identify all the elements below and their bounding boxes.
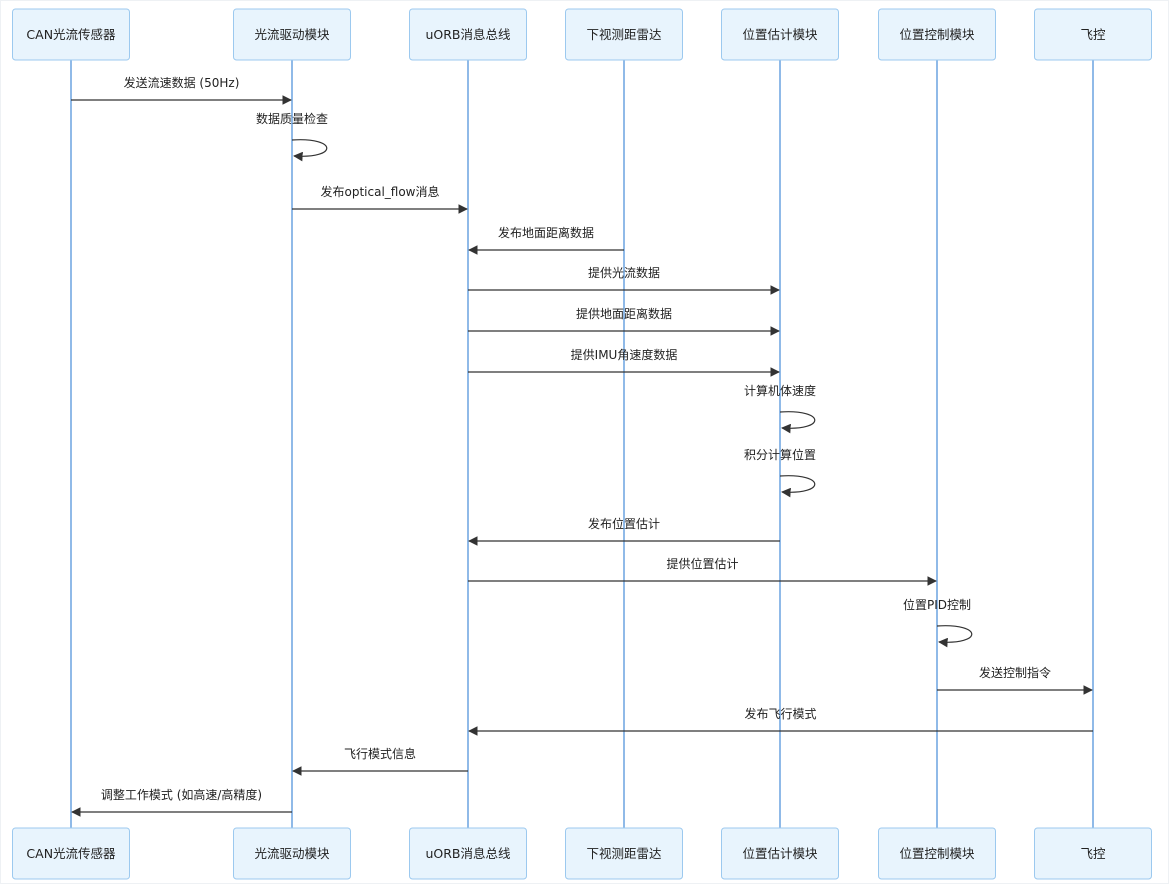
- actor-can-top: CAN光流传感器: [12, 8, 130, 61]
- actor-label: 飞控: [1080, 27, 1106, 42]
- actor-label: 位置估计模块: [742, 27, 818, 42]
- actor-label: 光流驱动模块: [254, 846, 330, 861]
- message: 计算机体速度: [744, 383, 816, 434]
- message: 发布位置估计: [468, 516, 780, 546]
- actor-ctrl-bottom: 位置控制模块: [878, 827, 996, 880]
- actor-box: [721, 8, 839, 61]
- actor-box: [878, 827, 996, 880]
- message: 发布飞行模式: [468, 706, 1093, 736]
- actor-label: 位置控制模块: [899, 27, 975, 42]
- message: 积分计算位置: [744, 447, 816, 498]
- actor-uorb-bottom: uORB消息总线: [409, 827, 527, 880]
- message: 飞行模式信息: [292, 746, 468, 776]
- self-message-arrow: [291, 139, 328, 162]
- actor-box: [409, 827, 527, 880]
- message: 位置PID控制: [903, 597, 973, 648]
- actor-fc-bottom: 飞控: [1034, 827, 1152, 880]
- message-label: 发送流速数据 (50Hz): [124, 75, 240, 90]
- actor-label: uORB消息总线: [425, 27, 511, 42]
- actor-label: CAN光流传感器: [26, 846, 116, 861]
- message: 提供地面距离数据: [468, 306, 780, 336]
- actor-drv-top: 光流驱动模块: [233, 8, 351, 61]
- actor-est-bottom: 位置估计模块: [721, 827, 839, 880]
- message-label: 发布optical_flow消息: [321, 184, 440, 199]
- actor-label: 下视测距雷达: [586, 27, 662, 42]
- message-label: 位置PID控制: [903, 597, 971, 612]
- actor-box: [12, 8, 130, 61]
- message-label: 提供地面距离数据: [576, 306, 672, 321]
- actor-radar-bottom: 下视测距雷达: [565, 827, 683, 880]
- actor-ctrl-top: 位置控制模块: [878, 8, 996, 61]
- actor-fc-top: 飞控: [1034, 8, 1152, 61]
- actor-box: [721, 827, 839, 880]
- message: 提供光流数据: [468, 265, 780, 295]
- actor-box: [565, 827, 683, 880]
- message-label: 积分计算位置: [744, 447, 816, 462]
- message-label: 调整工作模式 (如高速/高精度): [101, 787, 262, 802]
- actor-label: 位置估计模块: [742, 846, 818, 861]
- actor-drv-bottom: 光流驱动模块: [233, 827, 351, 880]
- actor-radar-top: 下视测距雷达: [565, 8, 683, 61]
- self-message-arrow: [779, 411, 816, 434]
- message-label: 飞行模式信息: [344, 746, 416, 761]
- actor-uorb-top: uORB消息总线: [409, 8, 527, 61]
- message-label: 提供IMU角速度数据: [571, 347, 678, 362]
- actor-can-bottom: CAN光流传感器: [12, 827, 130, 880]
- actor-label: 位置控制模块: [899, 846, 975, 861]
- message-label: 计算机体速度: [744, 383, 816, 398]
- message-label: 发布地面距离数据: [498, 225, 594, 240]
- self-message-arrow: [779, 475, 816, 498]
- actor-box: [233, 8, 351, 61]
- message: 发送流速数据 (50Hz): [71, 75, 292, 105]
- message-label: 发布飞行模式: [744, 706, 816, 721]
- actor-box: [409, 8, 527, 61]
- message-label: 提供位置估计: [666, 556, 738, 571]
- message: 调整工作模式 (如高速/高精度): [71, 787, 292, 817]
- self-message-arrow: [936, 625, 973, 648]
- message-label: 发送控制指令: [979, 665, 1051, 680]
- message: 提供位置估计: [468, 556, 937, 586]
- actor-box: [12, 827, 130, 880]
- message: 提供IMU角速度数据: [468, 347, 780, 377]
- message: 数据质量检查: [256, 111, 328, 162]
- actor-label: uORB消息总线: [425, 846, 511, 861]
- actor-box: [565, 8, 683, 61]
- message: 发布optical_flow消息: [292, 184, 468, 214]
- message-label: 数据质量检查: [256, 111, 328, 126]
- actor-box: [1034, 8, 1152, 61]
- actor-label: 下视测距雷达: [586, 846, 662, 861]
- actor-box: [1034, 827, 1152, 880]
- actor-label: 飞控: [1080, 846, 1106, 861]
- actor-label: CAN光流传感器: [26, 27, 116, 42]
- message: 发布地面距离数据: [468, 225, 624, 255]
- actor-box: [233, 827, 351, 880]
- actor-label: 光流驱动模块: [254, 27, 330, 42]
- message: 发送控制指令: [937, 665, 1093, 695]
- message-label: 提供光流数据: [588, 265, 660, 280]
- actor-est-top: 位置估计模块: [721, 8, 839, 61]
- message-label: 发布位置估计: [588, 516, 660, 531]
- actor-box: [878, 8, 996, 61]
